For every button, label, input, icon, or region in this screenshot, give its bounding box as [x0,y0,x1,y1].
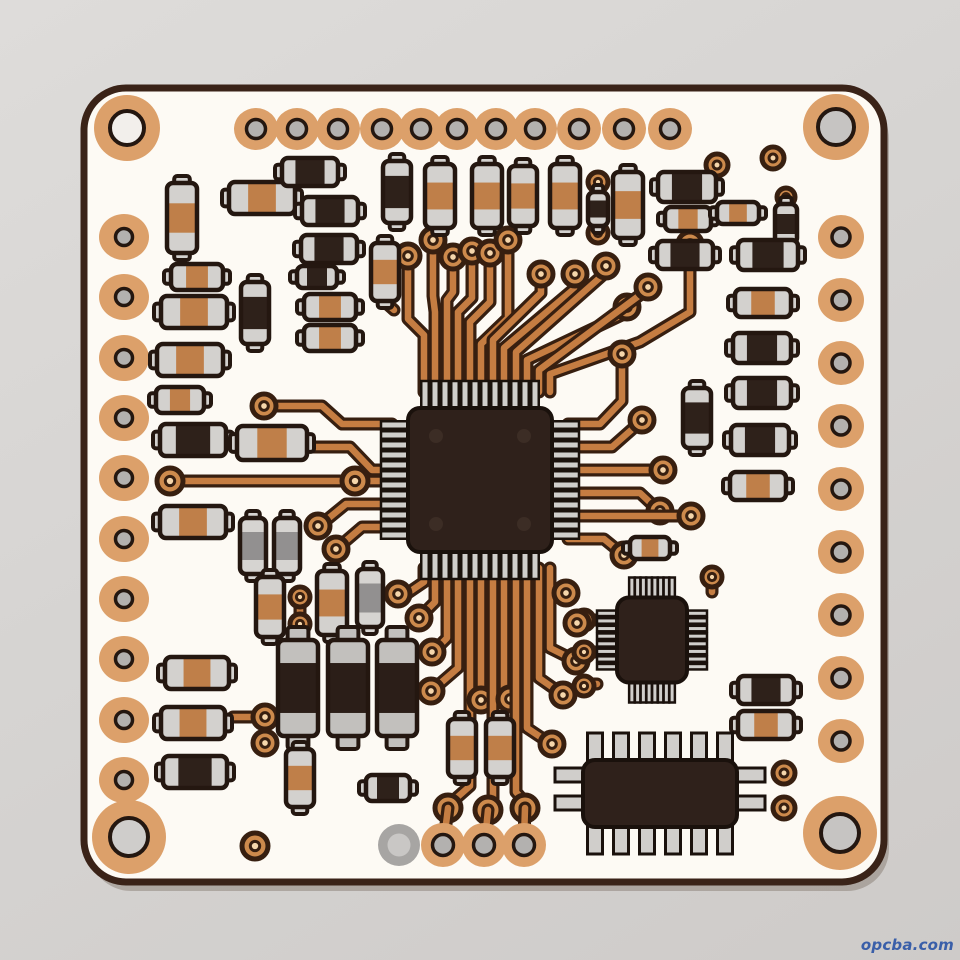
top-pad-row [234,108,692,150]
component-dark [724,330,800,366]
component-res [295,322,365,354]
soic-ic [553,731,767,856]
component-dark [724,375,800,411]
ic-corner-dot [517,517,531,531]
right-via-column [818,215,864,763]
component-res [483,710,517,786]
component-res [147,384,213,416]
component-res [708,199,768,227]
component-dark [154,753,236,791]
component-res [506,157,540,235]
component-dark [292,232,366,266]
component-bigdark [275,625,321,751]
component-res [152,293,236,331]
component-res [220,179,304,217]
component-res [445,710,479,786]
component-res [368,234,402,310]
ic-corner-dot [429,429,443,443]
component-res [610,163,646,247]
component-res [164,174,200,262]
component-dark [151,421,235,459]
component-res [156,654,238,692]
component-res [148,341,232,379]
component-res [621,534,679,562]
component-gray [237,509,269,583]
component-dark [729,673,803,707]
component-res [721,469,795,503]
component-smalldark [585,183,611,235]
passive-components [147,152,807,816]
mounting-holes [92,94,877,874]
component-dark [293,194,367,228]
ic-corner-dot [517,429,531,443]
component-res [152,704,234,742]
component-res [162,261,232,293]
component-dark [680,379,714,457]
component-dark [729,237,807,273]
component-res [547,155,583,237]
component-dark [722,422,798,458]
component-res [295,291,365,323]
component-res [151,503,235,541]
component-res [253,568,287,646]
watermark: opcba.com [860,936,954,954]
component-dark [273,155,347,189]
component-res [726,286,800,320]
bottom-pad-row [378,823,546,867]
component-res [469,155,505,237]
component-dark [649,169,725,205]
main-qfp-ic [379,379,581,581]
component-dark [380,152,414,232]
component-bigdark [374,625,420,751]
component-dark [238,273,272,353]
component-dark [648,238,722,272]
component-smalldark [357,772,419,804]
small-qfp-ic [595,576,709,704]
component-res [283,740,317,816]
component-res [729,708,803,742]
left-via-column [99,214,149,803]
component-smalldark [288,263,346,291]
ic-corner-dot [429,517,443,531]
component-res [228,423,316,463]
component-gray [354,560,386,636]
component-bigdark [325,625,371,751]
component-res [422,155,458,237]
